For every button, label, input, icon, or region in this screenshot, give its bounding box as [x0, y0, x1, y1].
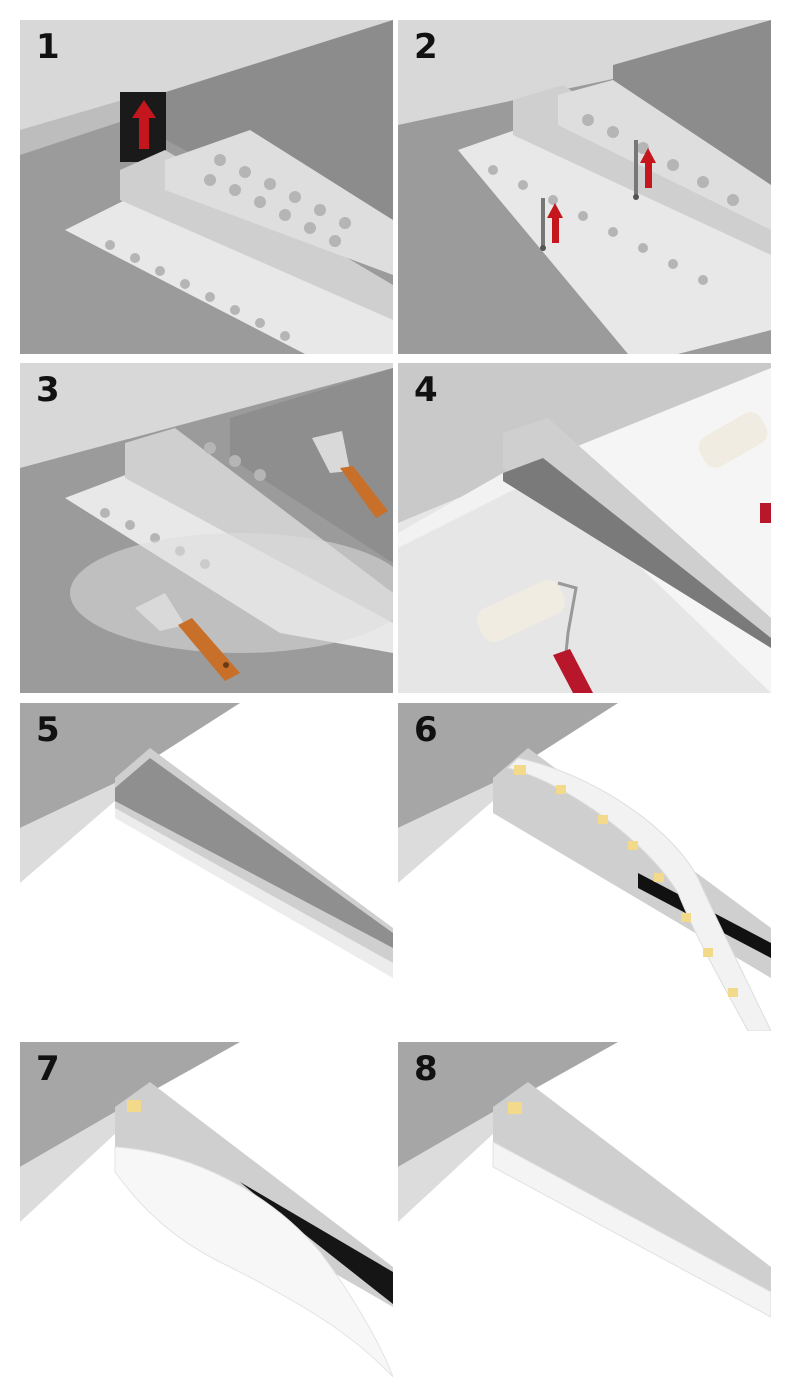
- step-number: 5: [36, 710, 60, 750]
- step-5-illustration: [20, 703, 393, 978]
- paint-roller-icon: [698, 412, 771, 523]
- up-arrow-icon: [547, 203, 563, 243]
- mesh-flange: [65, 180, 393, 354]
- putty-knife-icon: [312, 431, 388, 518]
- step-number: 2: [414, 27, 438, 67]
- step-8-illustration: [398, 1042, 771, 1318]
- step-2-panel: 2: [398, 20, 771, 354]
- screw-icon: [633, 140, 639, 200]
- step-2-illustration: [398, 20, 771, 354]
- step-7-illustration: [20, 1042, 393, 1377]
- screw-icon: [540, 198, 546, 251]
- step-number: 8: [414, 1049, 438, 1089]
- step-5-panel: 5: [20, 703, 393, 1031]
- step-number: 3: [36, 370, 60, 410]
- step-number: 6: [414, 710, 438, 750]
- step-1-illustration: [20, 20, 393, 354]
- step-8-panel: 8: [398, 1042, 771, 1377]
- diffuser-cover: [492, 1141, 771, 1318]
- putty-knife-icon: [135, 593, 240, 681]
- step-number: 7: [36, 1049, 60, 1089]
- step-1-panel: 1: [20, 20, 393, 354]
- step-4-panel: 4: [398, 363, 771, 693]
- up-arrow-icon: [640, 148, 656, 188]
- step-4-illustration: [398, 363, 771, 693]
- step-7-panel: 7: [20, 1042, 393, 1377]
- paint-roller-icon: [476, 579, 593, 693]
- aluminum-profile: [493, 1082, 771, 1297]
- step-6-illustration: [398, 703, 771, 1031]
- up-arrow-icon: [132, 100, 156, 149]
- diffuser-cover: [114, 1146, 393, 1377]
- step-3-panel: 3: [20, 363, 393, 693]
- step-6-panel: 6: [398, 703, 771, 1031]
- aluminum-profile: [493, 748, 771, 978]
- step-number: 4: [414, 370, 438, 410]
- step-3-illustration: [20, 363, 393, 681]
- putty-coat: [70, 533, 393, 653]
- led-chip: [127, 1100, 141, 1112]
- step-number: 1: [36, 27, 60, 67]
- led-chip: [508, 1102, 522, 1114]
